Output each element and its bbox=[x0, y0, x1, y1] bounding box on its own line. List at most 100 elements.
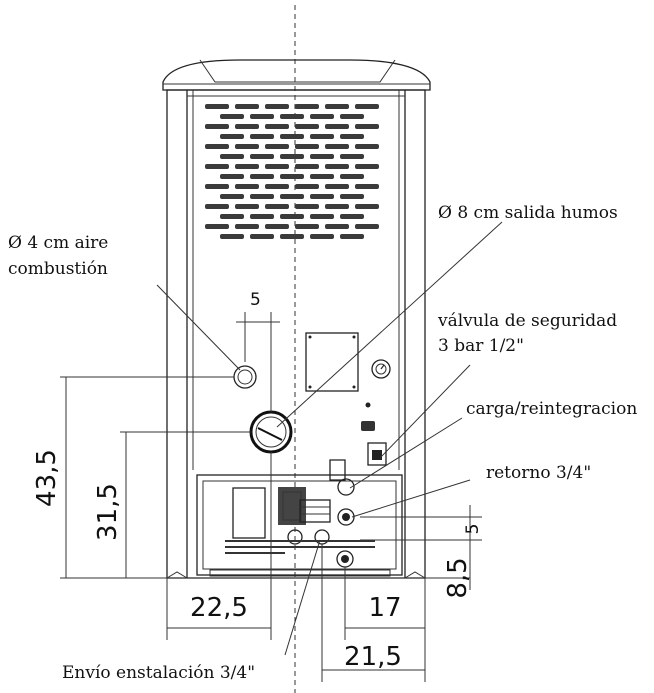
stove-top-cap bbox=[162, 59, 431, 91]
dimension-31-5: 31,5 bbox=[93, 483, 123, 541]
grille-slot bbox=[250, 174, 274, 179]
grille-slot bbox=[295, 144, 319, 149]
smoke-outlet-icon bbox=[249, 410, 293, 454]
grille-slot bbox=[325, 204, 349, 209]
grille-slot bbox=[235, 144, 259, 149]
grille-slot bbox=[340, 114, 364, 119]
grille-slot bbox=[280, 114, 304, 119]
grille-slot bbox=[340, 234, 364, 239]
grille-slot bbox=[205, 184, 229, 189]
grille-slot bbox=[205, 124, 229, 129]
grille-slot bbox=[250, 214, 274, 219]
grille-slot bbox=[355, 204, 379, 209]
grille-slot bbox=[235, 104, 259, 109]
grille-slot bbox=[250, 154, 274, 159]
grille-slot bbox=[235, 184, 259, 189]
dimension-5-right: 5 bbox=[463, 524, 483, 535]
grille-slot bbox=[250, 194, 274, 199]
grille-slot bbox=[265, 144, 289, 149]
grille-slot bbox=[355, 164, 379, 169]
grille-slot bbox=[295, 104, 319, 109]
grille-slot bbox=[265, 104, 289, 109]
grille-slot bbox=[235, 124, 259, 129]
return-label: retorno 3/4" bbox=[486, 463, 591, 483]
grille-slot bbox=[340, 134, 364, 139]
air-inlet-label-1: Ø 4 cm aire bbox=[8, 233, 108, 253]
grille-slot bbox=[340, 174, 364, 179]
charge-label: carga/reintegracion bbox=[466, 399, 637, 419]
grille-slot bbox=[280, 214, 304, 219]
leader-lines bbox=[156, 221, 503, 656]
ventilation-grille bbox=[205, 104, 379, 239]
grille-slot bbox=[310, 174, 334, 179]
grille-slot bbox=[205, 224, 229, 229]
grille-slot bbox=[235, 204, 259, 209]
grille-slot bbox=[355, 144, 379, 149]
grille-slot bbox=[310, 114, 334, 119]
grille-slot bbox=[250, 114, 274, 119]
grille-slot bbox=[280, 134, 304, 139]
pressure-gauge-icon bbox=[371, 359, 391, 379]
grille-slot bbox=[235, 224, 259, 229]
grille-slot bbox=[205, 204, 229, 209]
grille-slot bbox=[295, 164, 319, 169]
grille-slot bbox=[355, 184, 379, 189]
grille-slot bbox=[220, 214, 244, 219]
grille-slot bbox=[355, 104, 379, 109]
grille-slot bbox=[355, 224, 379, 229]
grille-slot bbox=[250, 234, 274, 239]
grille-slot bbox=[280, 234, 304, 239]
grille-slot bbox=[220, 154, 244, 159]
grille-slot bbox=[280, 174, 304, 179]
air-inlet-icon bbox=[233, 365, 257, 389]
hydraulic-module bbox=[196, 459, 403, 577]
grille-slot bbox=[220, 234, 244, 239]
grille-slot bbox=[265, 124, 289, 129]
dimension-22-5: 22,5 bbox=[190, 593, 248, 623]
grille-slot bbox=[340, 154, 364, 159]
supply-label: Envío enstalación 3/4" bbox=[62, 663, 255, 683]
grille-slot bbox=[310, 134, 334, 139]
grille-slot bbox=[295, 184, 319, 189]
dimension-lines bbox=[60, 312, 482, 682]
grille-slot bbox=[280, 194, 304, 199]
grille-slot bbox=[325, 164, 349, 169]
grille-slot bbox=[310, 234, 334, 239]
grille-slot bbox=[205, 144, 229, 149]
grille-slot bbox=[310, 154, 334, 159]
air-inlet-label-2: combustión bbox=[8, 259, 108, 279]
dimension-43-5: 43,5 bbox=[32, 449, 62, 507]
access-panel bbox=[305, 332, 359, 392]
safety-valve-label-1: válvula de seguridad bbox=[437, 311, 617, 331]
grille-slot bbox=[250, 134, 274, 139]
grille-slot bbox=[220, 134, 244, 139]
grille-slot bbox=[265, 204, 289, 209]
grille-slot bbox=[205, 104, 229, 109]
grille-slot bbox=[265, 184, 289, 189]
grille-slot bbox=[265, 224, 289, 229]
grille-slot bbox=[220, 174, 244, 179]
grille-slot bbox=[355, 124, 379, 129]
smoke-outlet-label: Ø 8 cm salida humos bbox=[438, 203, 618, 223]
grille-slot bbox=[295, 224, 319, 229]
safety-valve-label-2: 3 bar 1/2" bbox=[438, 336, 524, 356]
grille-slot bbox=[325, 184, 349, 189]
grille-slot bbox=[280, 154, 304, 159]
grille-slot bbox=[325, 104, 349, 109]
dimension-8-5: 8,5 bbox=[443, 557, 473, 598]
grille-slot bbox=[295, 204, 319, 209]
grille-slot bbox=[340, 194, 364, 199]
dimension-21-5: 21,5 bbox=[344, 642, 402, 672]
grille-slot bbox=[325, 124, 349, 129]
safety-valve-icon bbox=[361, 402, 387, 466]
grille-slot bbox=[265, 164, 289, 169]
grille-slot bbox=[295, 124, 319, 129]
grille-slot bbox=[220, 194, 244, 199]
grille-slot bbox=[325, 224, 349, 229]
grille-slot bbox=[205, 164, 229, 169]
dimension-5-top: 5 bbox=[250, 290, 261, 310]
grille-slot bbox=[310, 214, 334, 219]
grille-slot bbox=[235, 164, 259, 169]
grille-slot bbox=[340, 214, 364, 219]
